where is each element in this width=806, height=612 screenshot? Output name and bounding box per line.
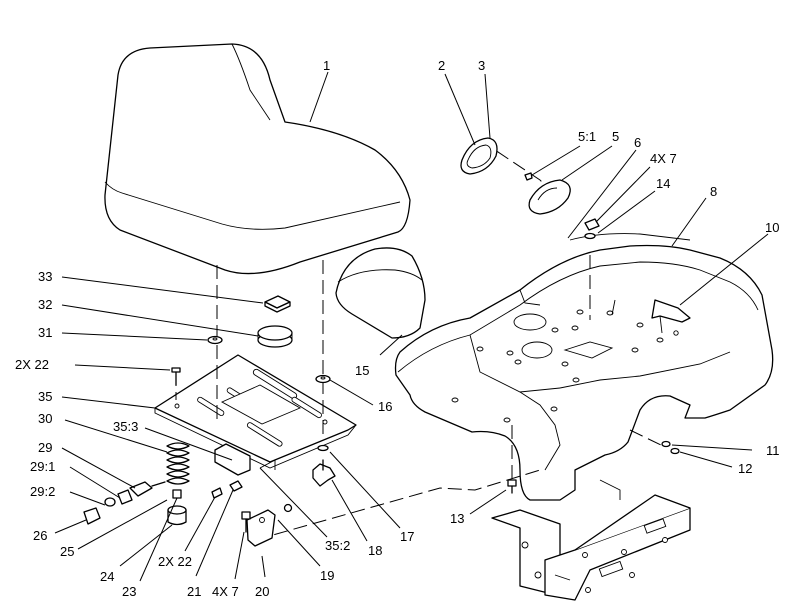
callout-5: 5 bbox=[612, 129, 619, 144]
callout-29-1: 29:1 bbox=[30, 459, 55, 474]
part-35-2-nut bbox=[283, 503, 293, 513]
callout-25: 25 bbox=[60, 544, 74, 559]
callout-21: 21 bbox=[187, 584, 201, 599]
callout-1: 1 bbox=[323, 58, 330, 73]
callout-10: 10 bbox=[765, 220, 779, 235]
seat-pan bbox=[394, 233, 774, 501]
part-5-1-screw bbox=[524, 172, 533, 181]
callout-6: 6 bbox=[634, 135, 641, 150]
frame-bracket bbox=[491, 479, 691, 601]
part-16-washer bbox=[315, 374, 331, 384]
part-7-bolt-lower bbox=[241, 511, 251, 533]
callout-35-2: 35:2 bbox=[325, 538, 350, 553]
callout-2: 2 bbox=[438, 58, 445, 73]
part-12-washer bbox=[670, 447, 680, 455]
callout-4x7-bottom: 4X 7 bbox=[212, 584, 239, 599]
part-5-reflector bbox=[528, 179, 571, 215]
callout-33: 33 bbox=[38, 269, 52, 284]
part-31-washer bbox=[207, 335, 223, 345]
callout-15: 15 bbox=[355, 363, 369, 378]
callout-32: 32 bbox=[38, 297, 52, 312]
callout-17: 17 bbox=[400, 529, 414, 544]
callout-29-2: 29:2 bbox=[30, 484, 55, 499]
callout-26: 26 bbox=[33, 528, 47, 543]
part-14-bolt bbox=[584, 218, 600, 240]
callout-8: 8 bbox=[710, 184, 717, 199]
part-17-nut bbox=[317, 444, 329, 452]
callout-18: 18 bbox=[368, 543, 382, 558]
callout-12: 12 bbox=[738, 461, 752, 476]
part-30-spring bbox=[166, 442, 190, 485]
part-22-bolt-lower bbox=[211, 487, 223, 499]
seat-pad bbox=[335, 247, 426, 339]
callout-24: 24 bbox=[100, 569, 114, 584]
part-22-bolt bbox=[171, 367, 181, 386]
seat bbox=[104, 43, 411, 275]
callout-3: 3 bbox=[478, 58, 485, 73]
callout-19: 19 bbox=[320, 568, 334, 583]
part-23-spacer bbox=[172, 489, 182, 499]
callout-20: 20 bbox=[255, 584, 269, 599]
callout-30: 30 bbox=[38, 411, 52, 426]
callout-labels: 1 2 3 5:1 5 6 4X 7 14 8 10 33 32 31 2X 2… bbox=[15, 58, 780, 599]
callout-31: 31 bbox=[38, 325, 52, 340]
callout-14: 14 bbox=[656, 176, 670, 191]
callout-11: 11 bbox=[766, 443, 780, 458]
part-33-pad bbox=[264, 295, 291, 313]
part-29-switch bbox=[83, 481, 166, 525]
callout-2x22-bottom: 2X 22 bbox=[158, 554, 192, 569]
callout-16: 16 bbox=[378, 399, 392, 414]
part-2-reflector-ring bbox=[460, 137, 498, 175]
callout-2x22-left: 2X 22 bbox=[15, 357, 49, 372]
part-19-bracket bbox=[246, 509, 276, 547]
center-line-11 bbox=[629, 429, 666, 448]
part-24-bumper bbox=[167, 505, 187, 526]
callout-29: 29 bbox=[38, 440, 52, 455]
bracket-10 bbox=[651, 299, 691, 336]
leader-lines bbox=[54, 71, 769, 582]
callout-23: 23 bbox=[122, 584, 136, 599]
callout-35-3: 35:3 bbox=[113, 419, 138, 434]
callout-13: 13 bbox=[450, 511, 464, 526]
seat-plate bbox=[154, 354, 357, 476]
part-11-nut bbox=[661, 440, 671, 448]
center-line-bracket bbox=[254, 469, 541, 541]
part-18-knob bbox=[312, 459, 336, 487]
part-13-bolt bbox=[507, 479, 517, 494]
callout-5-1: 5:1 bbox=[578, 129, 596, 144]
callout-35: 35 bbox=[38, 389, 52, 404]
part-21-bolt bbox=[229, 480, 243, 492]
callout-4x7-top: 4X 7 bbox=[650, 151, 677, 166]
part-32-bumper bbox=[257, 325, 293, 348]
